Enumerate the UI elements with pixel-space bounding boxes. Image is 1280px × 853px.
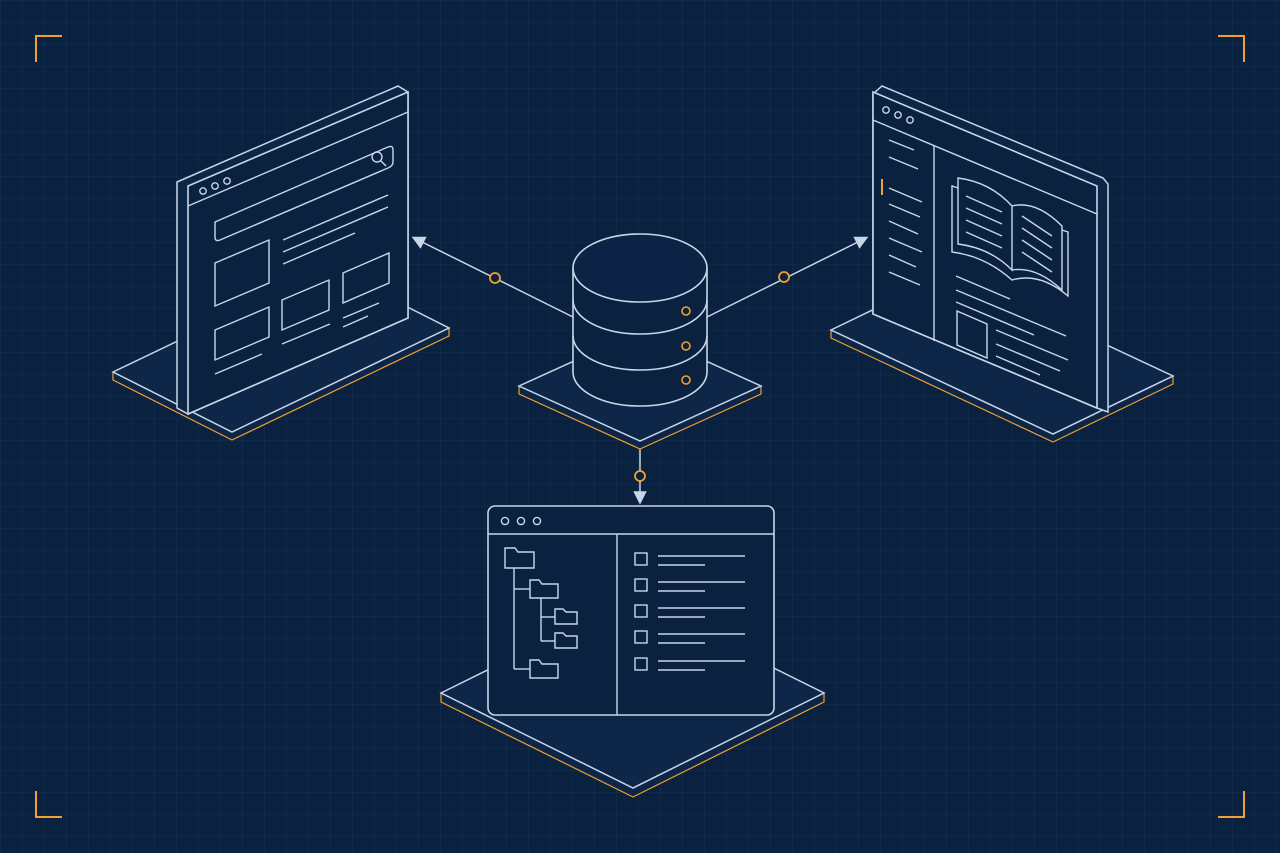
docs-reader-content — [872, 106, 1098, 376]
connector-dot-bottom — [634, 470, 646, 482]
checkbox-icon — [634, 657, 648, 671]
checkbox-icon — [634, 578, 648, 592]
database-status-lights — [681, 306, 691, 385]
corner-bracket-bottom-right — [1218, 791, 1245, 818]
connector-dot-left — [489, 272, 501, 284]
book-icon — [951, 177, 1069, 298]
corner-brackets — [35, 35, 1245, 818]
browser-window-icon — [187, 90, 409, 416]
checkbox-icon — [634, 604, 648, 618]
file-explorer-node — [439, 505, 826, 798]
search-icon — [371, 151, 383, 163]
folder-icon — [529, 579, 559, 599]
folder-tree — [504, 547, 578, 679]
corner-bracket-bottom-left — [35, 791, 62, 818]
database-icon — [572, 233, 708, 407]
folder-icon — [554, 608, 578, 625]
checkbox-icon — [634, 630, 648, 644]
docs-reader-node — [829, 85, 1175, 443]
file-explorer-content — [488, 516, 774, 715]
checkbox-icon — [634, 552, 648, 566]
folder-icon — [504, 547, 535, 569]
book-reader-window-icon — [872, 90, 1098, 410]
database-node — [517, 233, 763, 450]
corner-bracket-top-right — [1218, 35, 1245, 62]
file-explorer-window-icon — [487, 505, 775, 716]
web-browser-node — [111, 85, 451, 441]
corner-bracket-top-left — [35, 35, 62, 62]
folder-icon — [554, 632, 578, 649]
connector-dot-right — [778, 271, 790, 283]
web-browser-content — [187, 111, 409, 375]
connector-nodes — [489, 271, 790, 482]
folder-icon — [529, 659, 559, 679]
search-bar — [214, 145, 394, 242]
file-list — [634, 552, 745, 671]
